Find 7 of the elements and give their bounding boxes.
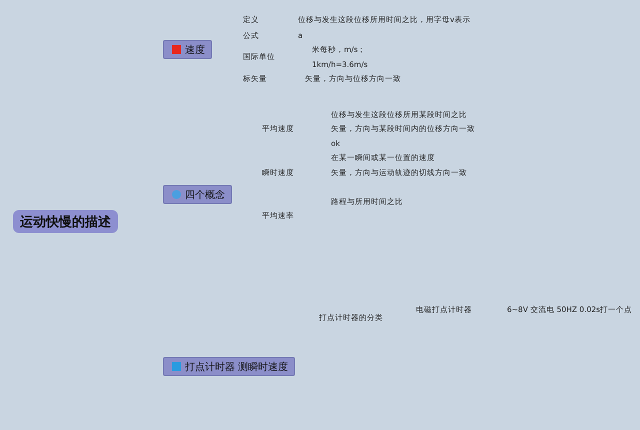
- root-topic-box: 运动快慢的描述: [13, 210, 118, 233]
- topic-label: 速度: [185, 44, 205, 56]
- topic-box: [163, 185, 232, 204]
- topic-label: 打点计时器 测瞬时速度: [185, 360, 288, 374]
- topic-label: 四个概念: [185, 188, 225, 202]
- topic-box: [163, 357, 296, 376]
- topic-box: [163, 40, 212, 59]
